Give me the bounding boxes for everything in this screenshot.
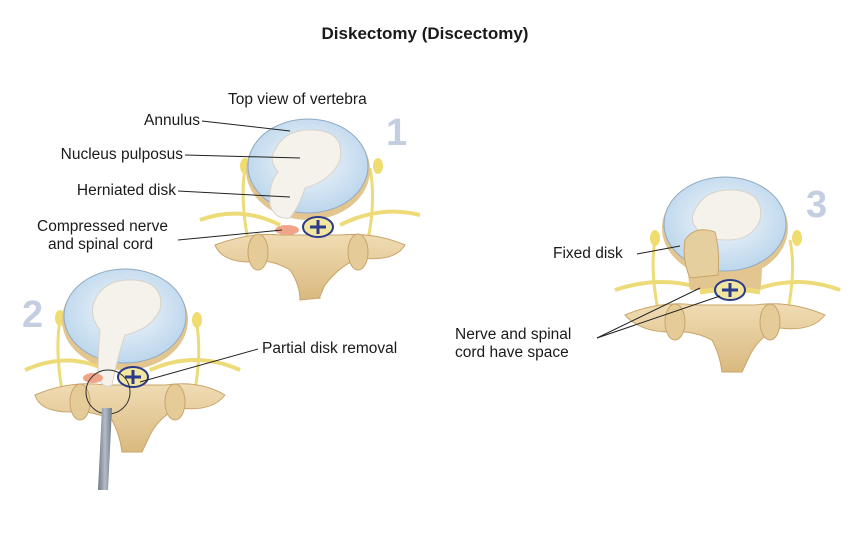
surgical-instrument bbox=[98, 408, 112, 490]
label-nerve-spinal: Nerve and spinal bbox=[455, 326, 572, 343]
step-number-3: 3 bbox=[806, 184, 828, 226]
vertebra-3 bbox=[614, 176, 841, 373]
vertebra-2 bbox=[24, 268, 241, 490]
label-compressed-nerve: Compressed nerve bbox=[37, 218, 168, 235]
label-nucleus-pulposus: Nucleus pulposus bbox=[60, 146, 183, 163]
step-number-2: 2 bbox=[22, 294, 44, 336]
label-herniated-disk: Herniated disk bbox=[76, 182, 176, 199]
step-number-1: 1 bbox=[386, 112, 408, 154]
label-cord-space: cord have space bbox=[455, 344, 569, 361]
label-fixed-disk: Fixed disk bbox=[553, 245, 623, 262]
label-spinal-cord: and spinal cord bbox=[48, 236, 154, 253]
diagram-title: Diskectomy (Discectomy) bbox=[321, 24, 529, 43]
leader-lines bbox=[139, 120, 721, 383]
label-annulus: Annulus bbox=[143, 112, 200, 129]
label-partial-disk-removal: Partial disk removal bbox=[262, 340, 398, 357]
caption-top-view: Top view of vertebra bbox=[228, 91, 367, 108]
vertebra-1 bbox=[199, 118, 421, 301]
